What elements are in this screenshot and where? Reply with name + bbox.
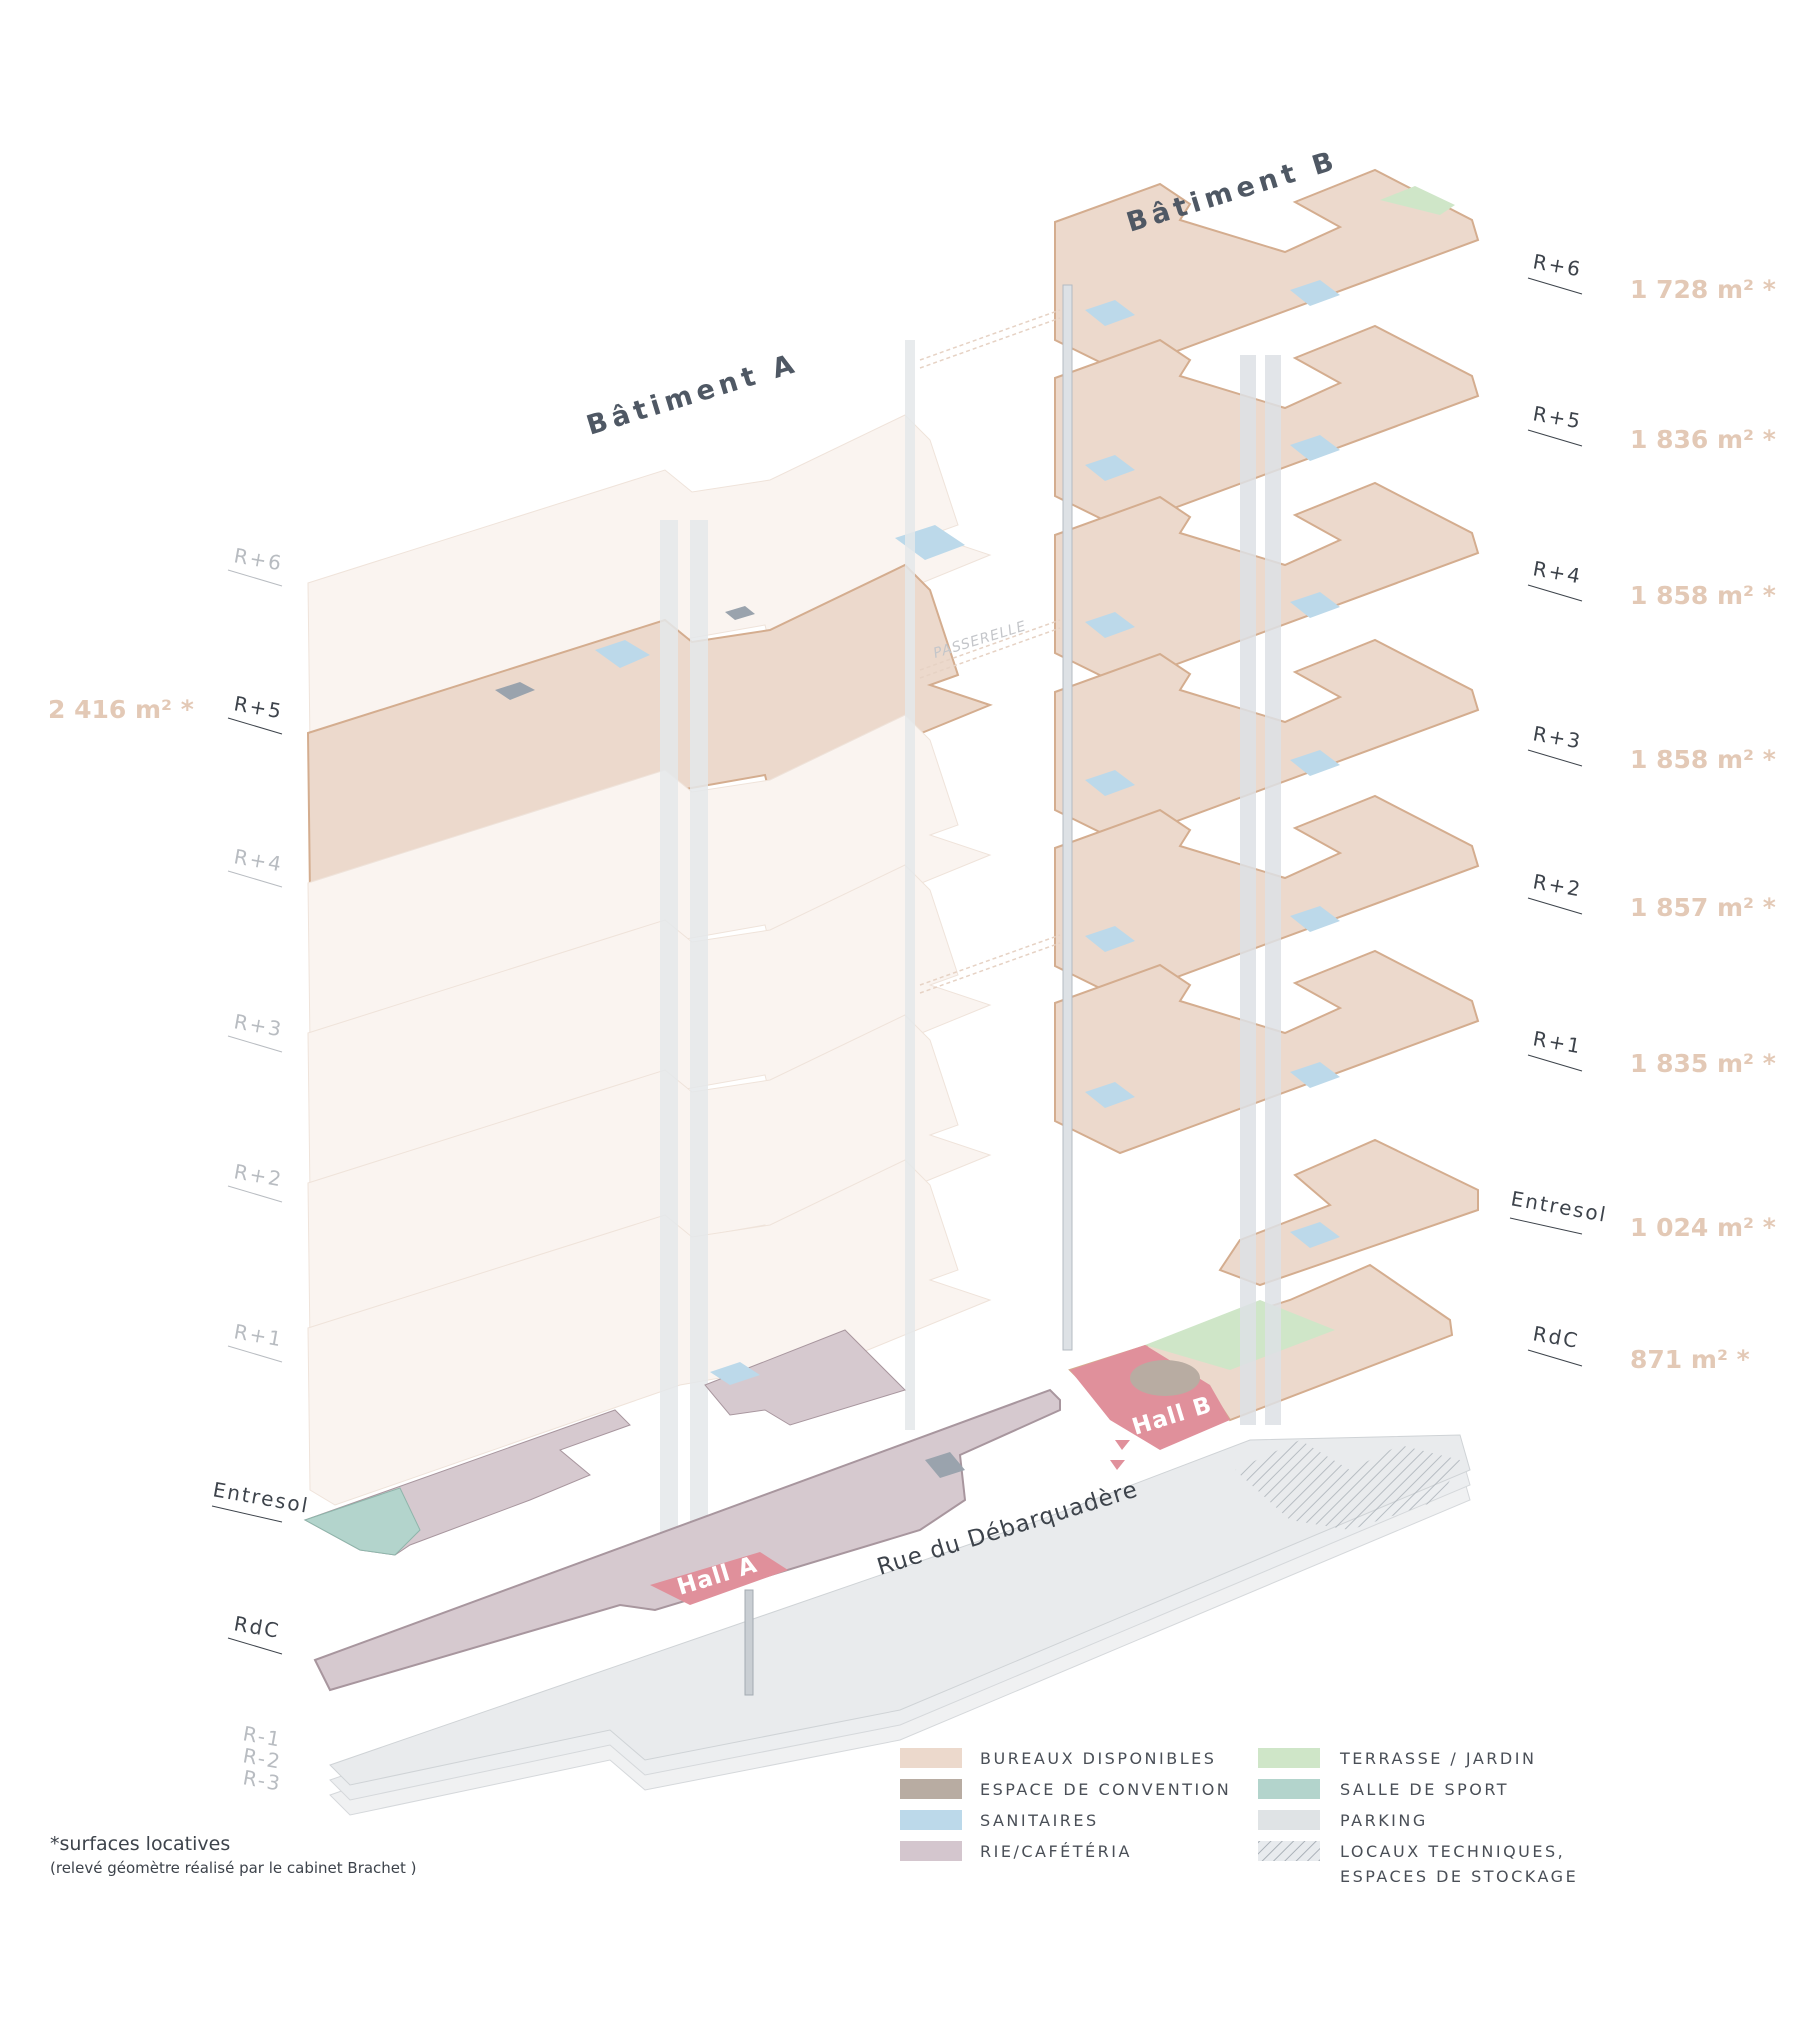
level-label-a-r1: R+1	[232, 1319, 285, 1351]
area-b-rdc: 871 m² *	[1630, 1345, 1750, 1374]
building-a-title: Bâtiment A	[583, 348, 802, 442]
level-label-b-r1: R+1	[1531, 1026, 1584, 1058]
building-a-level-labels: R+6 R+5 R+4 R+3 R+2 R+1 Entresol RdC 2 4…	[48, 543, 311, 1655]
legend-label-locaux-2: ESPACES DE STOCKAGE	[1340, 1867, 1578, 1886]
building-a-floors	[303, 340, 1061, 1692]
footnote: *surfaces locatives (relevé géomètre réa…	[50, 1833, 417, 1877]
level-label-b-r3: R+3	[1531, 721, 1584, 753]
legend-label-terrasse: TERRASSE / JARDIN	[1339, 1749, 1536, 1768]
level-label-a-rdc: RdC	[232, 1611, 282, 1643]
legend-label-bureaux: BUREAUX DISPONIBLES	[980, 1749, 1216, 1768]
level-label-a-r4: R+4	[232, 844, 285, 876]
area-b-r6: 1 728 m² *	[1630, 275, 1776, 304]
basement-labels: R-1 R-2 R-3	[241, 1721, 284, 1795]
legend-swatch-parking	[1258, 1810, 1320, 1830]
legend-label-locaux: LOCAUX TECHNIQUES,	[1340, 1842, 1565, 1861]
legend-swatch-sanitaires	[900, 1810, 962, 1830]
legend-swatch-terrasse	[1258, 1748, 1320, 1768]
level-label-b-r2: R+2	[1531, 869, 1584, 901]
legend-label-parking: PARKING	[1340, 1811, 1428, 1830]
level-label-b-r6: R+6	[1531, 249, 1584, 281]
legend-swatch-rie	[900, 1841, 962, 1861]
legend-swatch-convention	[900, 1779, 962, 1799]
level-label-a-r6: R+6	[232, 543, 285, 575]
building-b-floors	[919, 169, 1479, 1470]
building-a-r5-area: 2 416 m² *	[48, 695, 194, 724]
legend-label-sanitaires: SANITAIRES	[980, 1811, 1099, 1830]
legend-swatch-sport	[1258, 1779, 1320, 1799]
legend-label-rie: RIE/CAFÉTÉRIA	[980, 1842, 1132, 1861]
footnote-line-2: (relevé géomètre réalisé par le cabinet …	[50, 1859, 417, 1877]
building-b-level-labels: R+6 1 728 m² * R+5 1 836 m² * R+4 1 858 …	[1509, 249, 1776, 1374]
area-b-r3: 1 858 m² *	[1630, 745, 1776, 774]
level-label-b-r5: R+5	[1531, 401, 1584, 433]
basement-parking	[329, 1434, 1471, 1816]
area-b-r4: 1 858 m² *	[1630, 581, 1776, 610]
footnote-line-1: *surfaces locatives	[50, 1833, 230, 1855]
area-b-r2: 1 857 m² *	[1630, 893, 1776, 922]
level-label-b-rdc: RdC	[1531, 1321, 1581, 1353]
legend: BUREAUX DISPONIBLES ESPACE DE CONVENTION…	[900, 1748, 1578, 1886]
level-label-a-r2: R+2	[232, 1159, 285, 1191]
legend-label-sport: SALLE DE SPORT	[1340, 1780, 1509, 1799]
legend-label-convention: ESPACE DE CONVENTION	[980, 1780, 1231, 1799]
level-label-a-r3: R+3	[232, 1009, 285, 1041]
area-b-r5: 1 836 m² *	[1630, 425, 1776, 454]
legend-swatch-bureaux	[900, 1748, 962, 1768]
area-b-r1: 1 835 m² *	[1630, 1049, 1776, 1078]
level-label-a-entresol: Entresol	[211, 1477, 311, 1518]
level-label-b-r4: R+4	[1531, 556, 1584, 588]
level-label-a-r5: R+5	[232, 691, 285, 723]
area-b-entresol: 1 024 m² *	[1630, 1213, 1776, 1242]
